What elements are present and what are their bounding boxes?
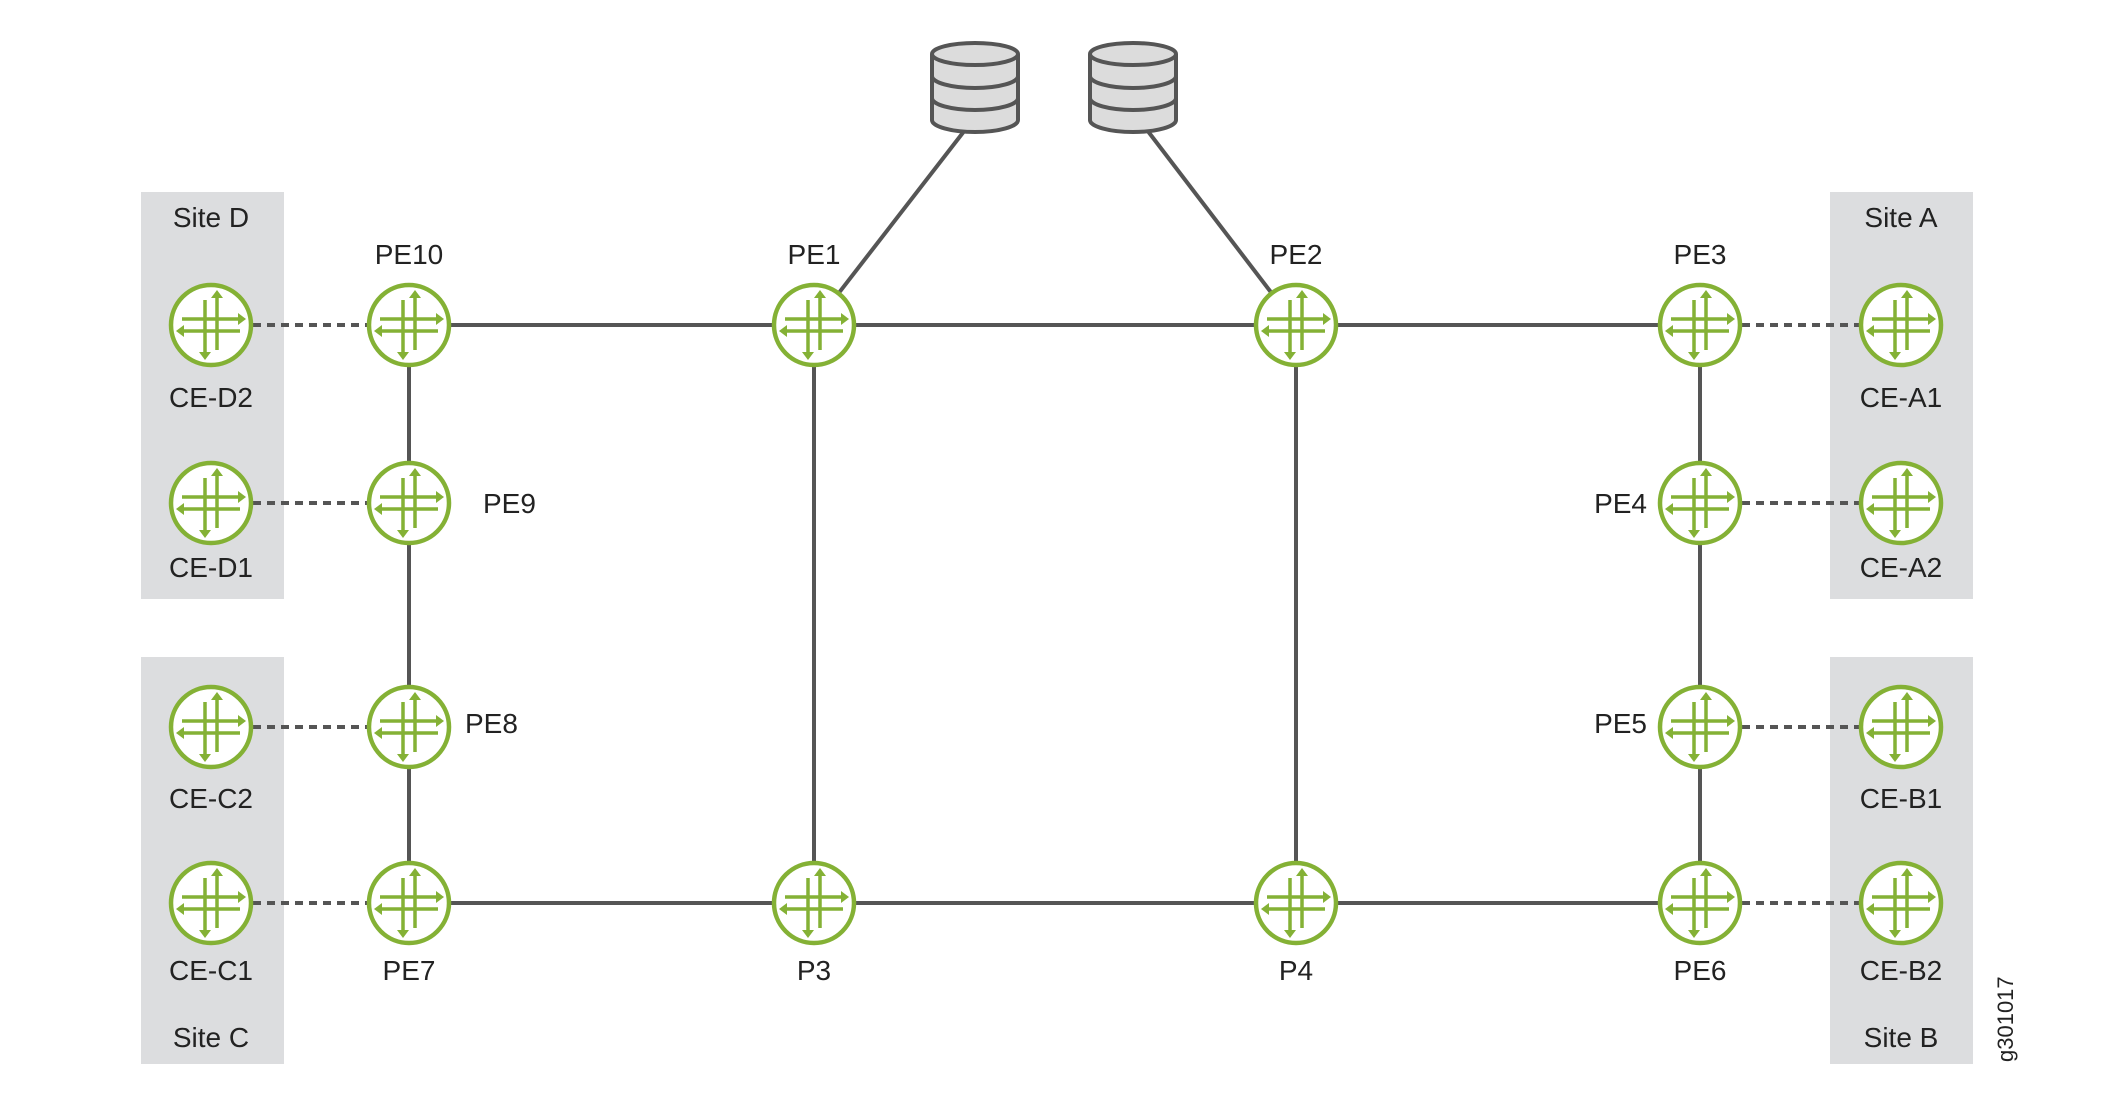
router-icon (1861, 687, 1941, 767)
ce-d2-label: CE-D2 (169, 382, 253, 413)
ce-b2-label: CE-B2 (1860, 955, 1942, 986)
database-icon (930, 41, 1020, 134)
p3-label: P3 (797, 955, 831, 986)
router-icon (369, 863, 449, 943)
database-icon (1088, 41, 1178, 134)
router-icon (171, 285, 251, 365)
pe4-label: PE4 (1594, 488, 1647, 519)
pe8-label: PE8 (465, 708, 518, 739)
pe9-label: PE9 (483, 488, 536, 519)
pe1-label: PE1 (788, 239, 841, 270)
router-icon (171, 863, 251, 943)
router-icon (369, 687, 449, 767)
router-icon (1660, 463, 1740, 543)
router-icon (369, 285, 449, 365)
router-icon (1256, 863, 1336, 943)
ce-d1-label: CE-D1 (169, 552, 253, 583)
pe6-label: PE6 (1674, 955, 1727, 986)
core-link-pe1-db1 (838, 128, 967, 294)
site-b-label: Site B (1864, 1022, 1939, 1053)
ce-a2-label: CE-A2 (1860, 552, 1942, 583)
router-icon (1660, 687, 1740, 767)
router-icon (774, 863, 854, 943)
router-icon (369, 463, 449, 543)
router-icon (1861, 463, 1941, 543)
site-d-label: Site D (173, 202, 249, 233)
router-icon (171, 463, 251, 543)
router-icon (171, 687, 251, 767)
ce-b1-label: CE-B1 (1860, 783, 1942, 814)
ce-c2-label: CE-C2 (169, 783, 253, 814)
router-icon (1660, 285, 1740, 365)
links-layer (253, 128, 1859, 905)
router-icon (774, 285, 854, 365)
site-a-label: Site A (1864, 202, 1937, 233)
ce-a1-label: CE-A1 (1860, 382, 1942, 413)
pe3-label: PE3 (1674, 239, 1727, 270)
router-icon (1861, 863, 1941, 943)
routers-layer (171, 285, 1941, 943)
pe2-label: PE2 (1270, 239, 1323, 270)
site-c-label: Site C (173, 1022, 249, 1053)
pe7-label: PE7 (383, 955, 436, 986)
core-link-pe2-db2 (1145, 128, 1273, 293)
figure-id: g301017 (1993, 976, 2018, 1062)
router-icon (1256, 285, 1336, 365)
pe10-label: PE10 (375, 239, 444, 270)
pe5-label: PE5 (1594, 708, 1647, 739)
p4-label: P4 (1279, 955, 1313, 986)
router-icon (1861, 285, 1941, 365)
router-icon (1660, 863, 1740, 943)
ce-c1-label: CE-C1 (169, 955, 253, 986)
